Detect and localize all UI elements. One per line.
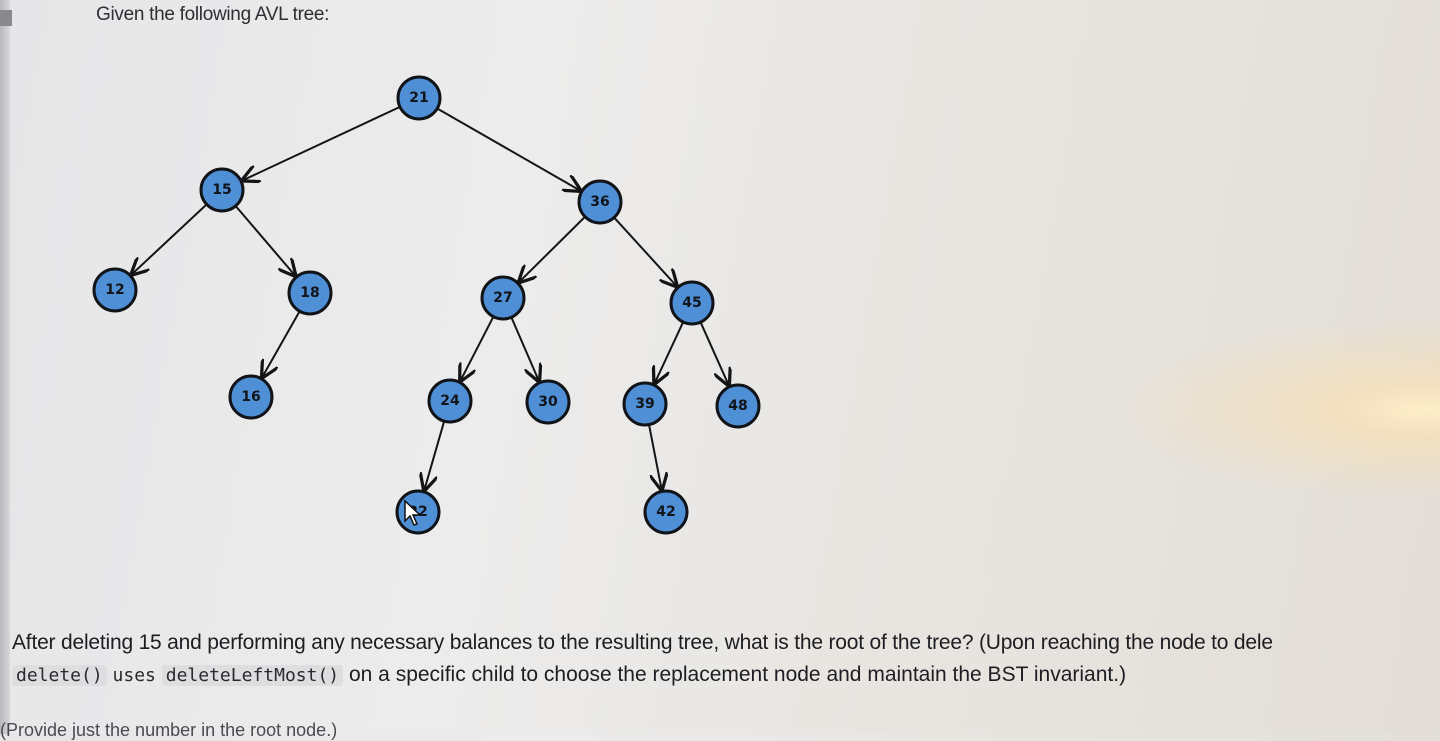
node-label: 48: [728, 398, 747, 414]
edge-21-36: [437, 108, 580, 190]
node-label: 39: [635, 396, 654, 412]
tree-node-48: 48: [717, 385, 759, 427]
tree-node-21: 21: [398, 77, 440, 119]
edge-15-18: [236, 206, 295, 276]
edge-36-45: [614, 218, 676, 286]
tree-node-45: 45: [671, 282, 713, 324]
edge-27-24: [461, 317, 494, 381]
tree-node-24: 24: [429, 380, 471, 422]
node-label: 45: [682, 295, 701, 311]
node-label: 27: [493, 290, 512, 306]
code-deleteleftmost: deleteLeftMost(): [162, 665, 343, 686]
question-line-2: delete() uses deleteLeftMost() on a spec…: [12, 659, 1440, 692]
node-label: 36: [590, 194, 609, 210]
node-label: 42: [656, 504, 675, 520]
edge-36-27: [519, 217, 585, 282]
code-delete: delete(): [12, 665, 107, 686]
edge-45-39: [655, 322, 683, 383]
question-line-1: After deleting 15 and performing any nec…: [12, 627, 1440, 659]
tree-node-16: 16: [230, 376, 272, 418]
avl-tree-diagram: 21 15 36 12 18 27 45 16 24 30 39 48 22 42: [0, 0, 1440, 600]
uses-text: uses: [113, 665, 156, 686]
tree-node-30: 30: [527, 381, 569, 423]
node-label: 15: [212, 182, 231, 198]
question-rest: on a specific child to choose the replac…: [349, 663, 1126, 686]
edge-24-22: [424, 421, 444, 490]
node-label: 12: [105, 282, 124, 298]
tree-node-42: 42: [645, 491, 687, 533]
edge-45-48: [701, 322, 729, 385]
tree-node-22: 22: [397, 491, 439, 533]
edge-39-42: [649, 425, 662, 490]
edge-15-12: [132, 204, 207, 274]
node-label: 18: [300, 285, 319, 301]
tree-node-36: 36: [579, 181, 621, 223]
node-label: 16: [241, 389, 260, 405]
instruction-partial: (Provide just the number in the root nod…: [0, 720, 337, 741]
tree-node-18: 18: [289, 272, 331, 314]
node-label: 30: [538, 394, 558, 410]
question-text: After deleting 15 and performing any nec…: [12, 627, 1440, 692]
edge-27-30: [511, 317, 539, 381]
node-label: 21: [409, 90, 428, 106]
tree-node-12: 12: [94, 269, 136, 311]
node-label: 24: [440, 393, 460, 409]
tree-node-39: 39: [624, 383, 666, 425]
tree-node-27: 27: [482, 277, 524, 319]
edge-21-15: [243, 107, 400, 180]
tree-node-15: 15: [201, 169, 243, 211]
edge-18-16: [262, 311, 299, 377]
